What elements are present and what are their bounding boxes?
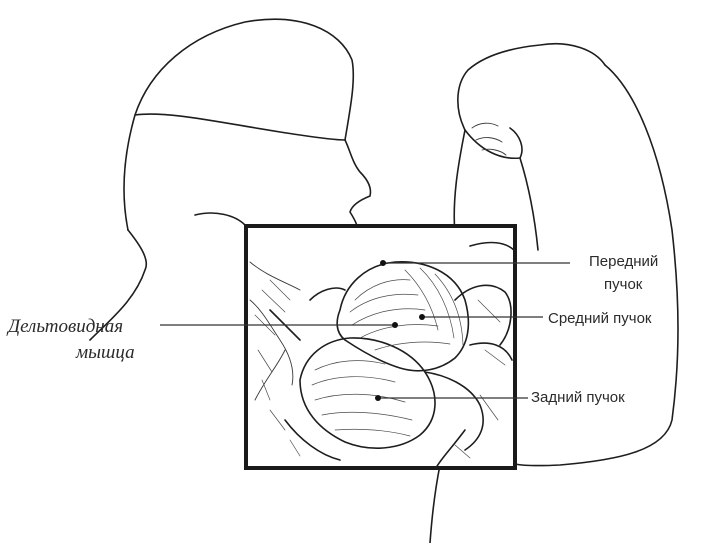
label-deltoid-line2: мышца [75,342,135,363]
label-posterior: Задний пучок [531,389,625,406]
label-anterior-line1: Передний [589,253,658,270]
label-middle: Средний пучок [548,310,652,327]
dot-deltoid [392,322,398,328]
dot-middle [419,314,425,320]
dot-anterior [380,260,386,266]
label-anterior-line2: пучок [604,276,643,293]
label-deltoid-line1: Дельтовидная [6,316,123,337]
dot-posterior [375,395,381,401]
